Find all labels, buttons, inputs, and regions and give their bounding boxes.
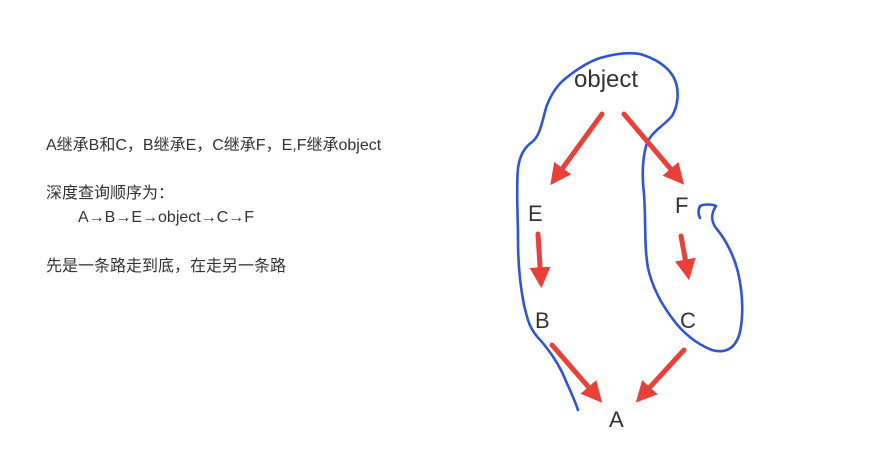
search-order-sequence: A→B→E→object→C→F [78,209,255,226]
traversal-summary: 先是一条路走到底，在走另一条路 [46,258,287,275]
arrow-object-to-f [621,111,685,185]
node-c: C [680,308,696,333]
node-b: B [535,308,550,333]
node-a: A [609,407,624,432]
arrow-f-to-c [675,233,696,281]
node-object: object [574,66,638,93]
arrow-c-to-a [635,347,687,403]
arrow-e-to-b [529,231,551,289]
node-e: E [528,201,543,226]
arrow-object-to-e [550,111,605,186]
arrow-b-to-a [549,342,603,403]
traversal-path-outline [515,51,744,412]
inheritance-description: A继承B和C，B继承E，C继承F，E,F继承object [46,137,382,154]
search-order-label: 深度查询顺序为： [46,185,175,202]
node-f: F [675,193,688,218]
